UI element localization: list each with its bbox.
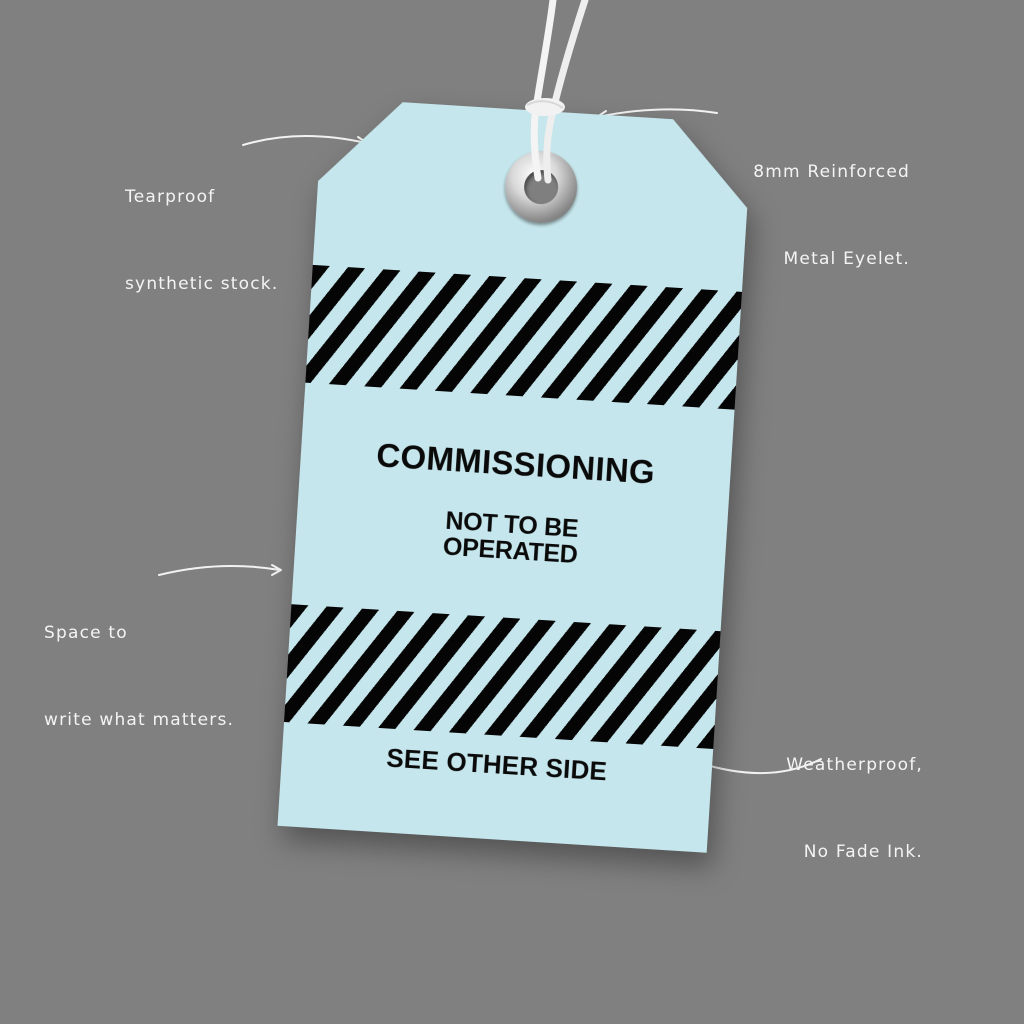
callout-eyelet: 8mm Reinforced Metal Eyelet. xyxy=(753,100,910,303)
callout-tearproof: Tearproof synthetic stock. xyxy=(125,125,278,328)
callout-tearproof-line2: synthetic stock. xyxy=(125,274,279,294)
callout-eyelet-line1: 8mm Reinforced xyxy=(753,162,910,182)
callout-eyelet-line2: Metal Eyelet. xyxy=(783,249,910,269)
callout-space-line1: Space to xyxy=(44,623,128,643)
callout-space-line2: write what matters. xyxy=(44,710,235,730)
callout-tearproof-line1: Tearproof xyxy=(125,187,216,207)
callout-weatherproof-line2: No Fade Ink. xyxy=(803,842,923,862)
callout-space: Space to write what matters. xyxy=(44,561,234,764)
